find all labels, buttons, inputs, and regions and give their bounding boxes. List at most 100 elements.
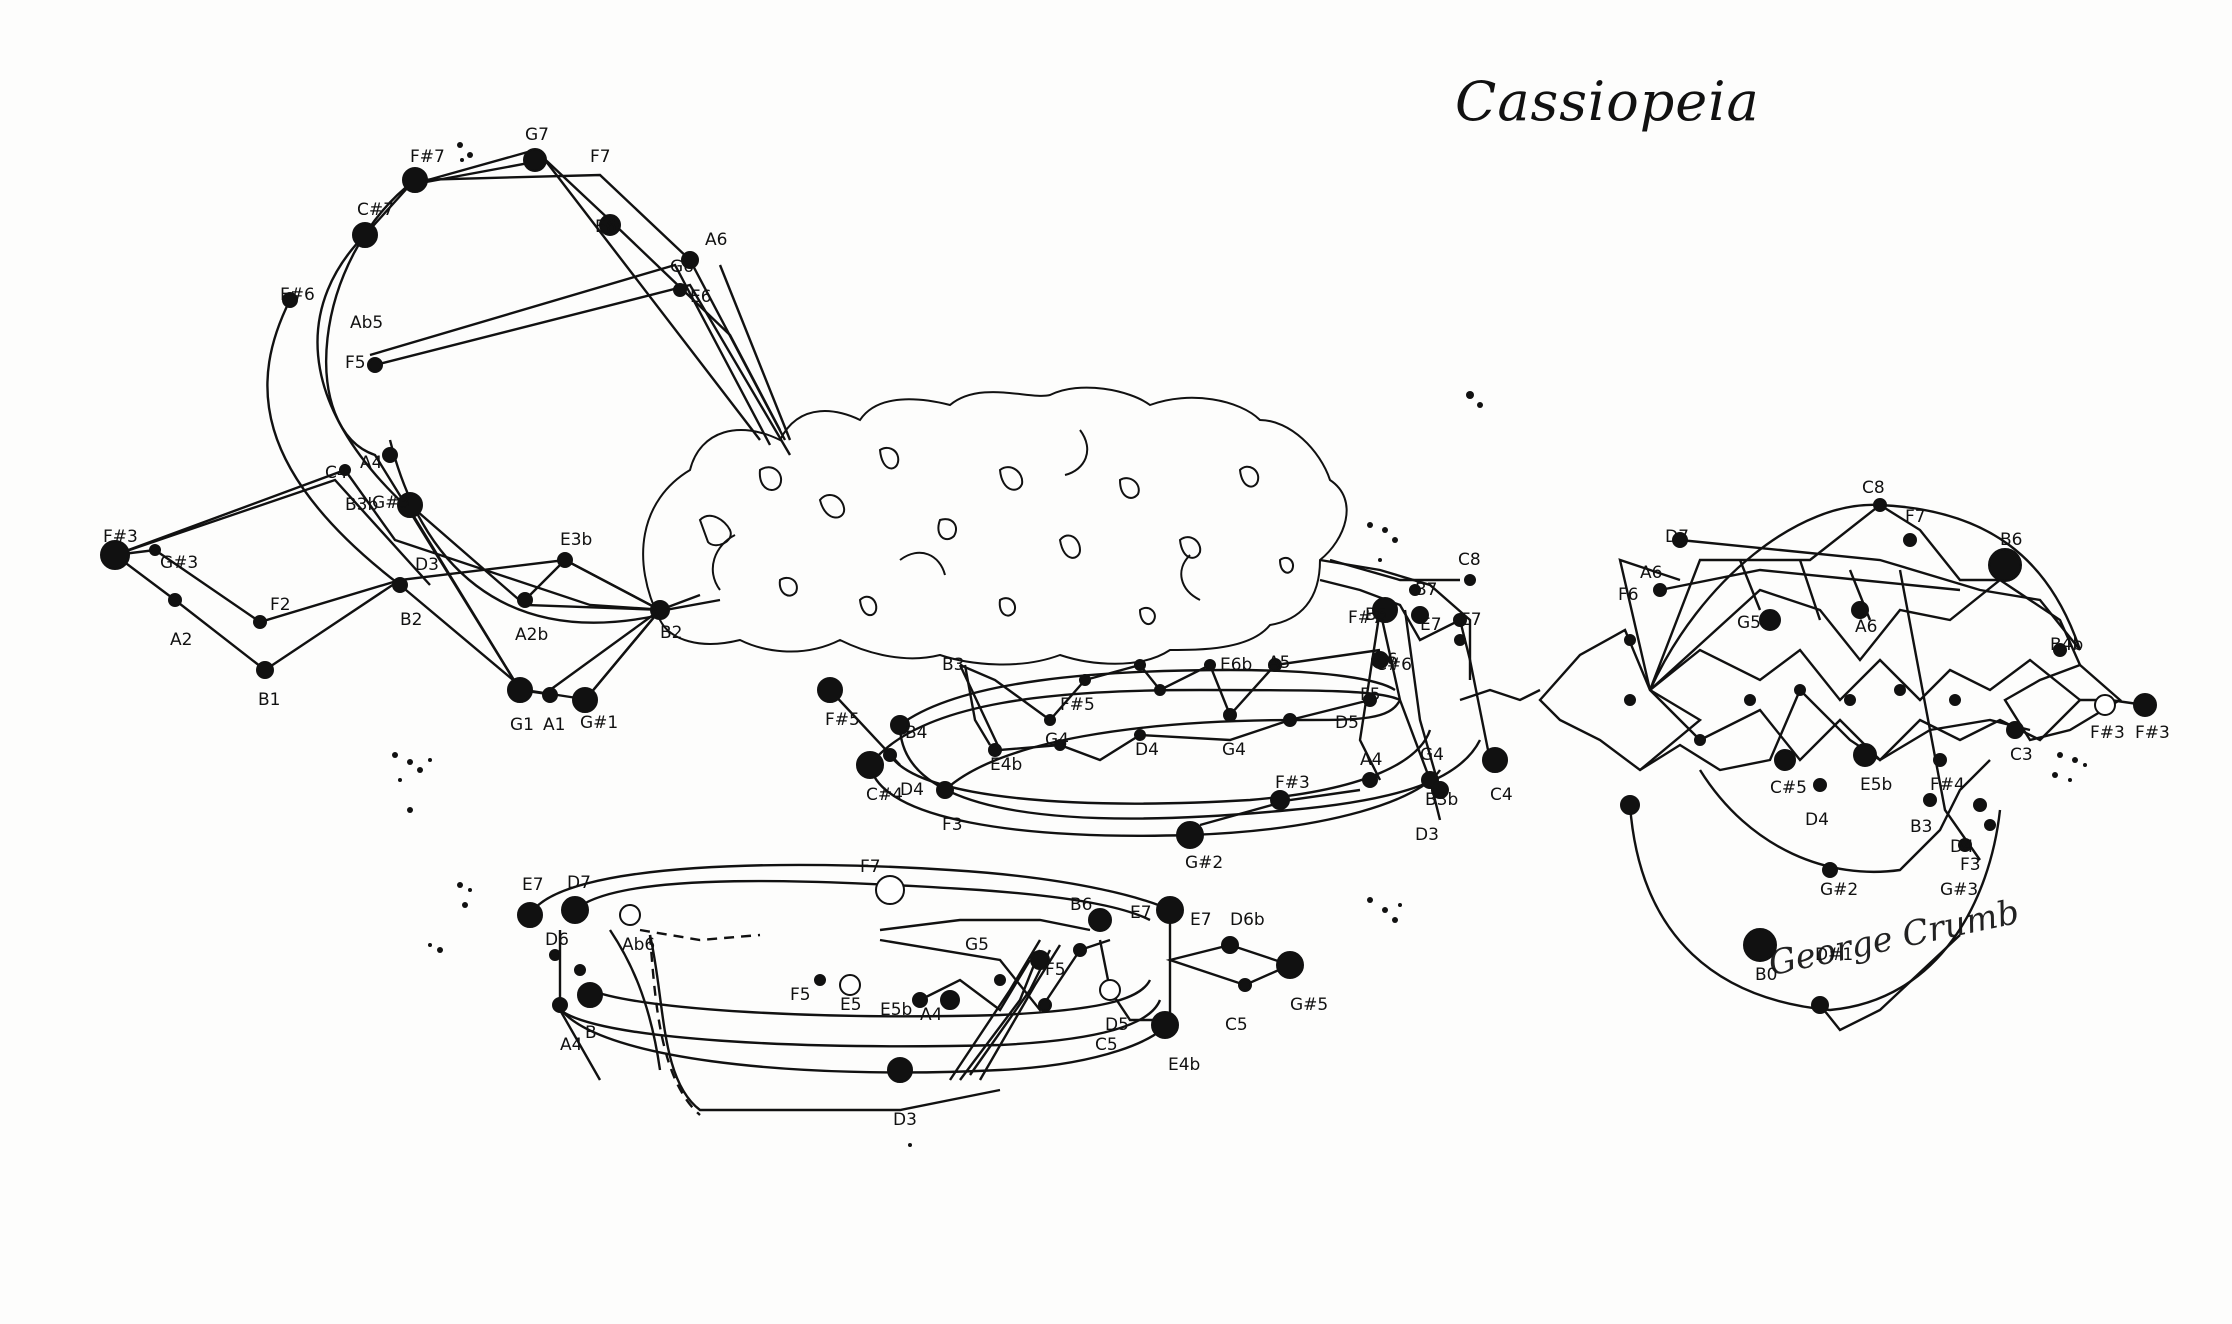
note-dot	[599, 214, 621, 236]
bottom-note-dots	[517, 875, 1304, 1083]
note-dot	[936, 781, 954, 799]
note-label: C3	[2010, 745, 2033, 765]
note-label: G7	[525, 125, 549, 145]
note-dot	[253, 615, 267, 629]
speck	[428, 758, 432, 762]
note-dot	[1453, 613, 1467, 627]
note-dot	[1822, 862, 1838, 878]
note-label: D7	[1665, 527, 1689, 547]
note-dot	[1454, 634, 1466, 646]
note-label: B	[585, 1023, 597, 1043]
note-label: A5	[1268, 653, 1290, 673]
note-dot	[542, 687, 558, 703]
note-dot	[1054, 739, 1066, 751]
note-label: D6	[545, 930, 569, 950]
note-dot	[1903, 533, 1917, 547]
note-label: D5	[1105, 1015, 1129, 1035]
note-label: D4	[1950, 837, 1974, 857]
speck	[1382, 527, 1388, 533]
note-label: E7	[522, 875, 544, 895]
note-label: D3	[415, 555, 439, 575]
note-label: D3	[1415, 825, 1439, 845]
note-dot	[1933, 753, 1947, 767]
note-dot	[1079, 674, 1091, 686]
note-label: F#5	[1060, 695, 1095, 715]
speck	[407, 807, 413, 813]
note-dot	[814, 974, 826, 986]
note-dot	[673, 283, 687, 297]
note-dot	[397, 492, 423, 518]
note-dot	[517, 592, 533, 608]
note-label: G4	[1420, 745, 1444, 765]
note-dot	[100, 540, 130, 570]
note-dot	[2006, 721, 2024, 739]
note-dot	[1853, 743, 1877, 767]
note-label: F3	[1960, 855, 1981, 875]
note-dot	[1813, 778, 1827, 792]
note-dot	[517, 902, 543, 928]
note-label: A2b	[515, 625, 548, 645]
note-label: C8	[1862, 478, 1885, 498]
note-label: G5	[965, 935, 989, 955]
speck	[462, 902, 468, 908]
note-label: F#4	[1930, 775, 1965, 795]
note-label: B4b	[2050, 635, 2083, 655]
note-dot	[890, 715, 910, 735]
note-dot	[1431, 781, 1449, 799]
speck	[2052, 772, 2058, 778]
note-label: F3	[942, 815, 963, 835]
note-dot	[619, 904, 641, 926]
note-dot	[1653, 583, 1667, 597]
note-dot	[875, 875, 905, 905]
speck	[1466, 391, 1474, 399]
note-label: B5	[1365, 605, 1387, 625]
note-label: G5	[1737, 613, 1761, 633]
note-dot	[1154, 684, 1166, 696]
note-dot	[1134, 659, 1146, 671]
note-label: C6	[1375, 650, 1398, 670]
note-dot	[1759, 609, 1781, 631]
speck	[2072, 757, 2078, 763]
note-label: F#7	[410, 147, 445, 167]
note-label: G6	[670, 257, 694, 277]
note-label: B0	[1755, 965, 1777, 985]
note-label: G#2	[1820, 880, 1858, 900]
nebula-cloud	[642, 386, 1348, 666]
note-dot	[1371, 651, 1389, 669]
note-dot	[1409, 584, 1421, 596]
note-label: C#6	[1375, 655, 1412, 675]
note-dot	[1624, 694, 1636, 706]
note-dot	[2094, 694, 2116, 716]
note-label: D4	[1805, 810, 1829, 830]
note-label: G#3	[1940, 880, 1978, 900]
note-dot	[839, 974, 861, 996]
note-dot	[339, 464, 351, 476]
note-label: C5	[1225, 1015, 1248, 1035]
note-dot	[1156, 896, 1184, 924]
note-dot	[1268, 658, 1282, 672]
note-label: G#3	[160, 553, 198, 573]
note-dot	[1073, 943, 1087, 957]
note-dot	[940, 990, 960, 1010]
note-label: F5	[1045, 960, 1066, 980]
note-label: B2	[400, 610, 422, 630]
note-label: A6	[1640, 563, 1662, 583]
note-dot	[856, 751, 884, 779]
note-dot	[1811, 996, 1829, 1014]
speck	[1367, 897, 1373, 903]
note-label: B3b	[1425, 790, 1458, 810]
note-label: A6	[1855, 617, 1877, 637]
note-label: E7	[1130, 903, 1152, 923]
note-dot	[1363, 693, 1377, 707]
note-dot	[577, 982, 603, 1008]
speck	[398, 778, 402, 782]
score-title: Cassiopeia	[1455, 70, 1760, 133]
note-label: F#6	[280, 285, 315, 305]
note-label: E4b	[990, 755, 1022, 775]
note-label: B4	[905, 723, 927, 743]
